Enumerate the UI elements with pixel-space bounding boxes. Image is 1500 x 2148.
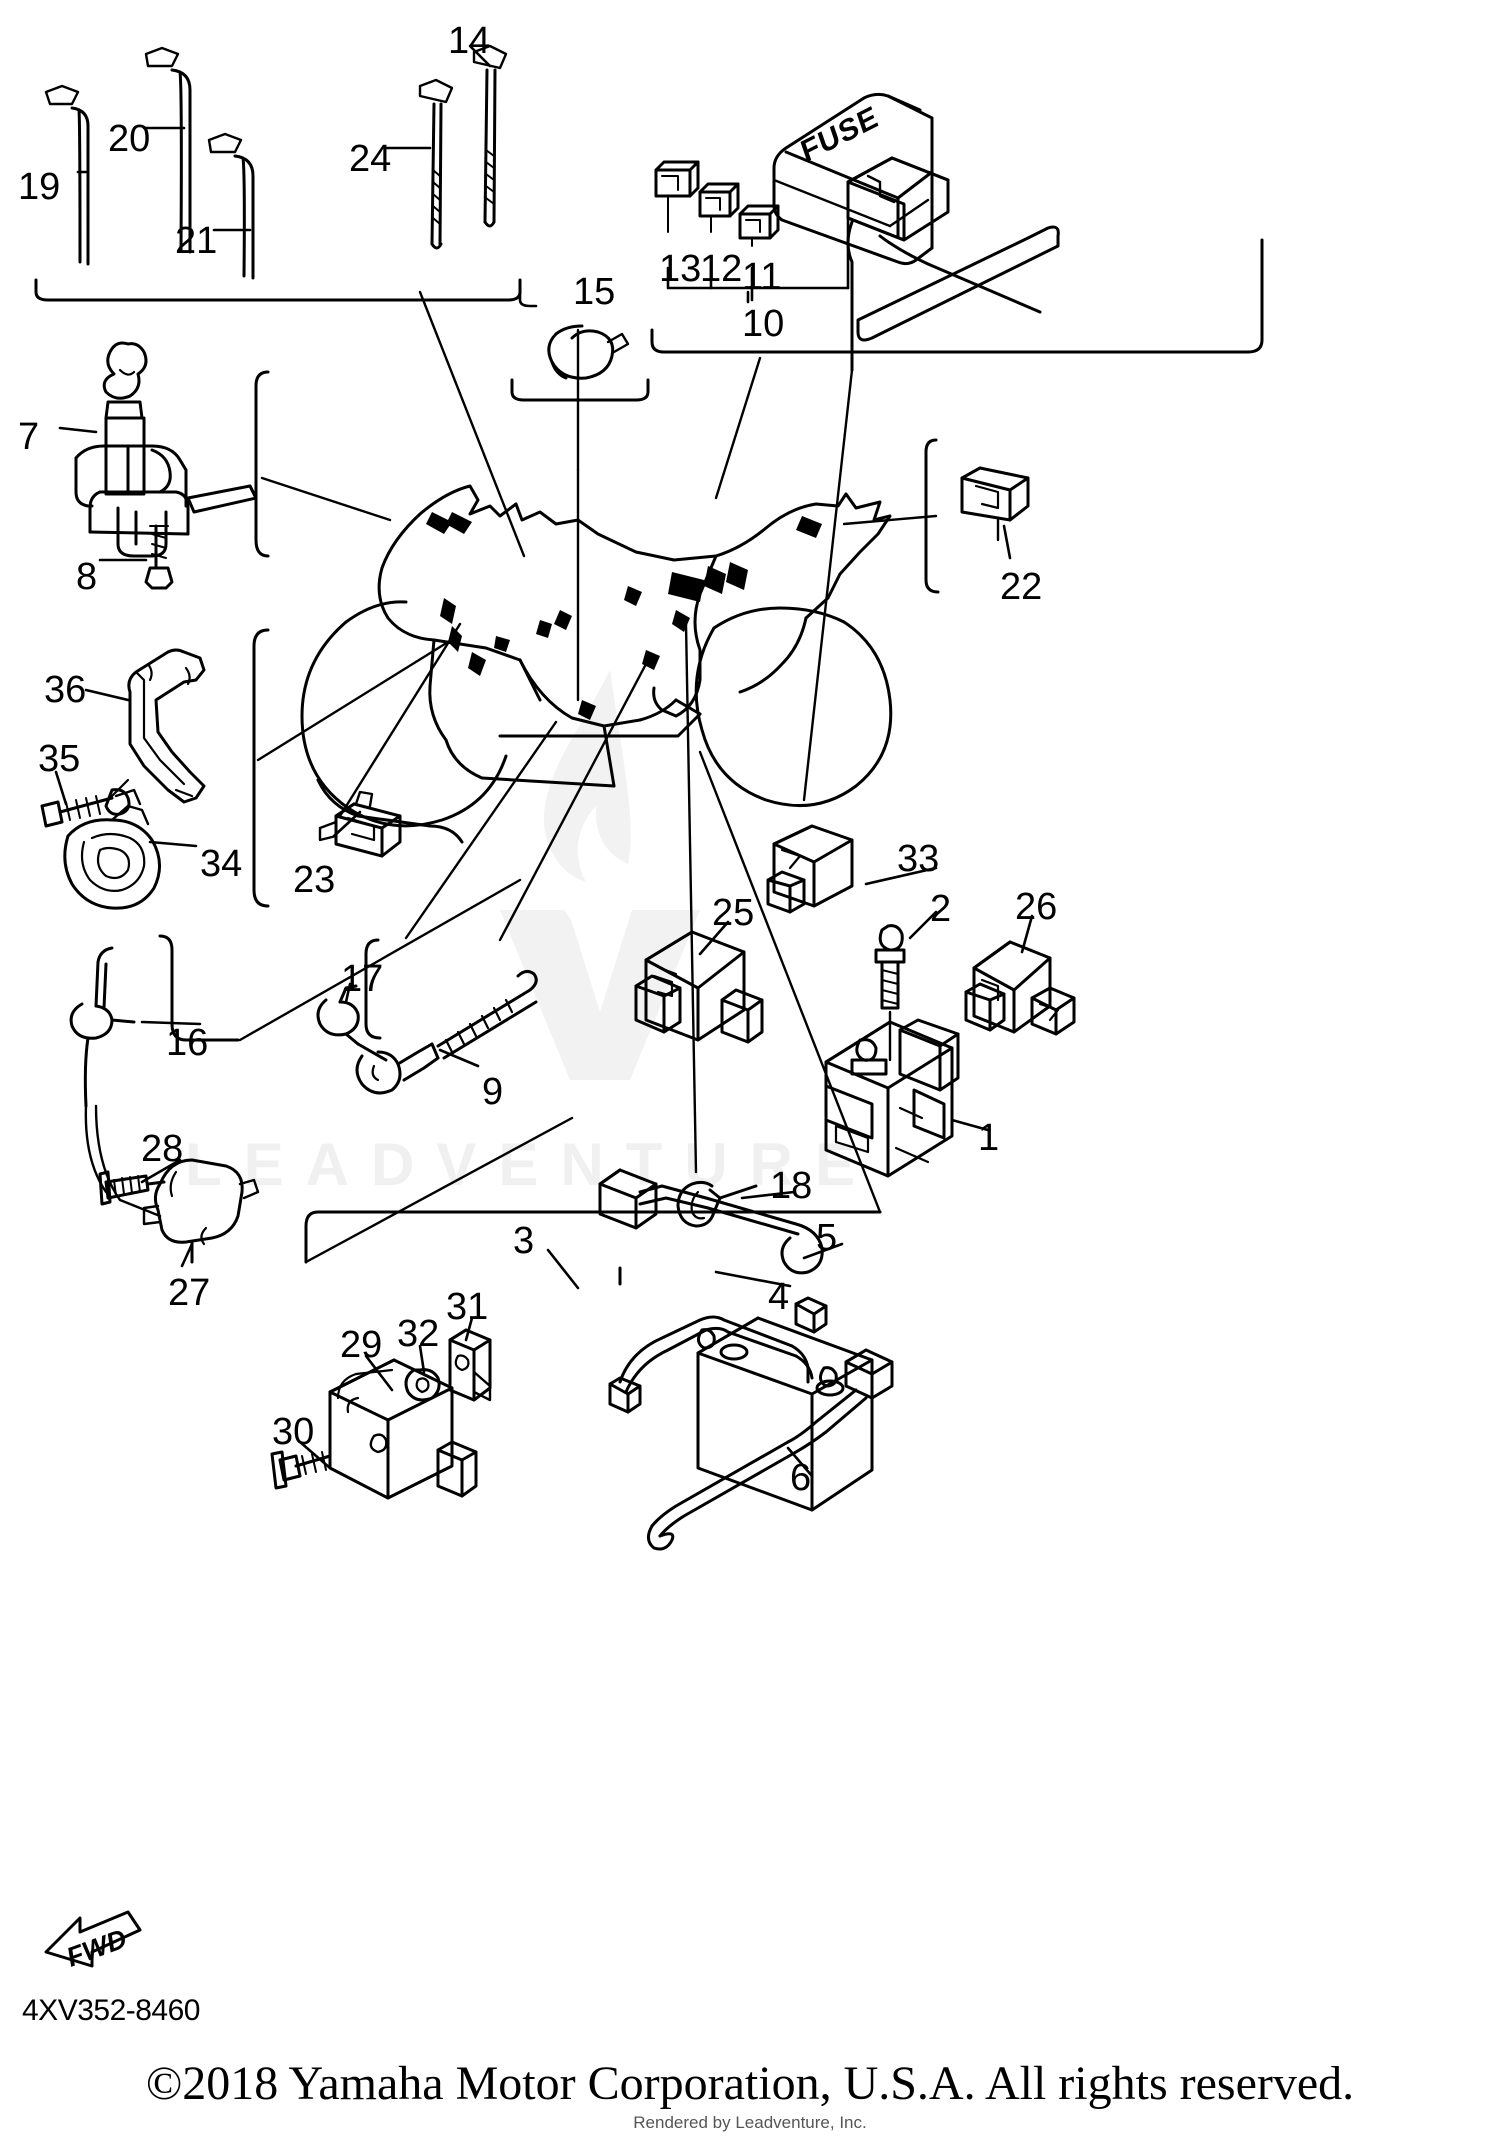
fwd-arrow: [44, 1910, 142, 1968]
callout-number-26: 26: [1015, 886, 1058, 928]
bolt-8: [144, 524, 174, 590]
relay-25: [634, 930, 764, 1044]
rendered-by-notice: Rendered by Leadventure, Inc.: [633, 2113, 867, 2132]
callout-number-18: 18: [770, 1165, 813, 1207]
group-bracket-horn: [252, 628, 270, 908]
copyright-notice: ©2018 Yamaha Motor Corporation, U.S.A. A…: [145, 2057, 1355, 2110]
callout-number-5: 5: [816, 1217, 838, 1259]
lead-clamp-18: [676, 1180, 758, 1228]
callout-number-8: 8: [76, 556, 98, 598]
ignition-switch-7: [74, 341, 258, 558]
fuse-11: [738, 204, 780, 247]
callout-number-32: 32: [397, 1313, 440, 1355]
cable-tie-14: [472, 44, 508, 228]
bolt-2: [874, 924, 906, 1010]
callout-number-30: 30: [272, 1411, 315, 1453]
horn-bracket-36: [127, 648, 206, 804]
callout-number-25: 25: [712, 892, 755, 934]
group-bracket-main-switch: [254, 370, 270, 558]
clamp-17: [316, 984, 360, 1046]
callout-number-21: 21: [175, 220, 218, 262]
bolt-35: [40, 788, 131, 828]
plate-31: [448, 1328, 492, 1402]
relay-26: [964, 940, 1076, 1036]
motorcycle-silhouette: [300, 484, 893, 844]
callout-number-7: 7: [18, 416, 40, 458]
group-bracket-clamp: [510, 378, 650, 402]
callout-number-13: 13: [659, 248, 702, 290]
callout-number-17: 17: [341, 958, 384, 1000]
callout-number-20: 20: [108, 118, 151, 160]
cable-tie-20: [144, 46, 192, 254]
washer-32: [404, 1368, 441, 1402]
positive-lead-5: [598, 1168, 824, 1286]
relay-33: [766, 824, 854, 914]
callout-number-22: 22: [1000, 566, 1043, 608]
callout-number-15: 15: [573, 271, 616, 313]
wire-16-to-27b: [94, 1104, 162, 1218]
negative-lead-6: [647, 1348, 894, 1551]
battery-band-4: [608, 1296, 828, 1414]
callout-number-27: 27: [168, 1272, 211, 1314]
regulator-29: [328, 1358, 478, 1500]
harness-strip-right: [856, 225, 1060, 342]
cdi-unit-1: [824, 1018, 960, 1178]
callout-number-19: 19: [18, 166, 61, 208]
switch-27: [142, 1158, 260, 1264]
group-bracket-battery: [304, 1210, 882, 1264]
wire-16-to-27: [84, 1104, 108, 1194]
cable-tie-19: [44, 84, 90, 266]
clamp-15: [547, 324, 630, 380]
leader-lines-to-bike: [238, 290, 938, 1264]
routing-markers: [426, 512, 822, 720]
cable-tie-21: [207, 132, 255, 280]
bolt-30: [270, 1450, 332, 1490]
grommet-22: [960, 466, 1030, 542]
callout-number-36: 36: [44, 669, 87, 711]
diagram-part-number: 4XV352-8460: [22, 1994, 201, 2027]
horn-34: [63, 788, 161, 910]
fuse-13: [654, 160, 700, 233]
callout-number-3: 3: [513, 1220, 535, 1262]
callout-number-10: 10: [742, 303, 785, 345]
fuse-12: [698, 182, 740, 233]
horn-mount-link: [106, 778, 130, 802]
callout-number-6: 6: [790, 1457, 812, 1499]
callout-number-31: 31: [446, 1286, 489, 1328]
callout-number-11: 11: [742, 256, 782, 298]
callout-leaders: [54, 44, 1034, 1478]
holder-23: [318, 790, 402, 858]
fuse-box-10: [772, 92, 1042, 372]
callout-number-28: 28: [141, 1128, 184, 1170]
cable-tie-24: [418, 78, 454, 250]
group-bracket-fuse: [650, 238, 1264, 354]
callout-number-4: 4: [768, 1276, 790, 1318]
callout-number-24: 24: [349, 138, 392, 180]
callout-number-2: 2: [930, 888, 952, 930]
band-16: [69, 946, 136, 1108]
callout-number-12: 12: [700, 248, 743, 290]
callout-number-23: 23: [293, 859, 336, 901]
lead-9: [355, 969, 538, 1095]
callout-number-9: 9: [482, 1071, 504, 1113]
callout-number-14: 14: [448, 20, 491, 62]
callout-number-33: 33: [897, 838, 940, 880]
callout-number-35: 35: [38, 738, 81, 780]
callout-number-1: 1: [978, 1117, 1000, 1159]
group-bracket-cable-ties: [34, 278, 538, 308]
callout-number-16: 16: [166, 1022, 209, 1064]
callout-number-29: 29: [340, 1324, 383, 1366]
callout-number-34: 34: [200, 843, 243, 885]
